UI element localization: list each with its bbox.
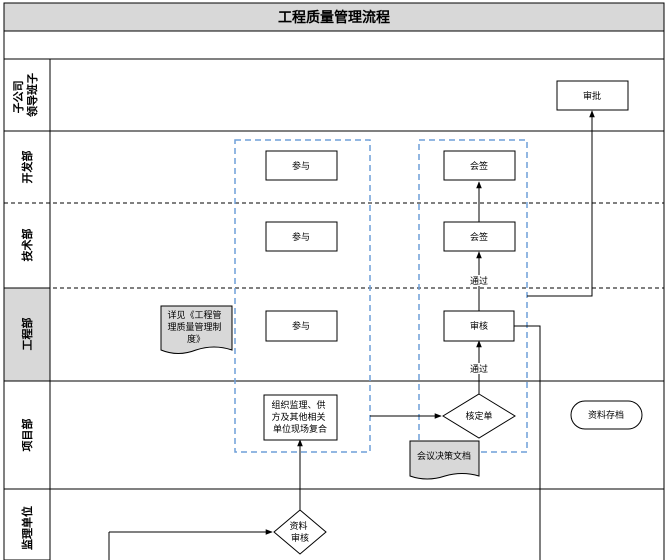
svg-text:资料 审核: 资料 审核 — [290, 520, 311, 544]
svg-text:会签: 会签 — [470, 231, 488, 243]
edge-countersign-to-approve — [527, 110, 595, 297]
edge-label-bg-pass-upper — [466, 275, 492, 286]
svg-text:核定单: 核定单 — [465, 410, 492, 422]
header-spacer-row — [3, 30, 665, 60]
lane-label-project: 项目部 — [20, 419, 34, 452]
svg-text:会议决策文档: 会议决策文档 — [417, 450, 471, 462]
node-material-review-decision: 资料 审核 — [273, 509, 327, 555]
svg-text:组织监理、供 方及其他相关 单位现场: 组织监理、供 方及其他相关 单位现场复合 — [272, 399, 329, 435]
node-joint-inspection: 组织监理、供 方及其他相关 单位现场复合 — [263, 394, 338, 441]
edge-review-down-right — [514, 325, 541, 560]
lane-label-dev: 开发部 — [20, 151, 34, 184]
node-approve: 审批 — [556, 80, 629, 111]
group-frame-participation — [234, 139, 371, 453]
node-participate-eng: 参与 — [265, 310, 338, 342]
node-participate-tech: 参与 — [265, 221, 338, 252]
lane-label-tech: 技术部 — [20, 229, 34, 262]
svg-text:参与: 参与 — [292, 231, 310, 243]
node-meeting-document: 会议决策文档 — [409, 440, 480, 480]
svg-text:子公司 领导班子: 子公司 领导班子 — [12, 73, 39, 118]
edge-label-pass-upper: 通过 — [470, 275, 488, 287]
node-participate-dev: 参与 — [265, 150, 338, 181]
lane-label-engineering: 工程部 — [20, 318, 34, 351]
svg-text:参与: 参与 — [292, 160, 310, 172]
edge-label-pass-lower: 通过 — [470, 363, 488, 375]
node-archive-terminator: 资料存档 — [570, 400, 643, 430]
node-countersign-dev: 会签 — [443, 150, 516, 181]
svg-text:参与: 参与 — [292, 320, 310, 332]
svg-text:详见《工程管 理质量管理制 度》: 详见《工程管 理质量管理制 度》 — [168, 309, 225, 345]
node-countersign-tech: 会签 — [443, 221, 516, 252]
node-note-document: 详见《工程管 理质量管理制 度》 — [160, 305, 233, 354]
svg-text:审核: 审核 — [470, 320, 488, 332]
diagram-title: 工程质量管理流程 — [278, 9, 390, 26]
edge-label-bg-pass-lower — [466, 363, 492, 374]
title-bar — [3, 2, 665, 32]
lane-label-supervision: 监理单位 — [20, 506, 34, 550]
svg-text:会签: 会签 — [470, 160, 488, 172]
node-review: 审核 — [443, 310, 515, 342]
node-verify-sheet-decision: 核定单 — [442, 393, 516, 439]
svg-text:审批: 审批 — [583, 90, 601, 102]
lane-label-subsidiary: 子公司 领导班子 — [12, 73, 39, 118]
svg-text:资料存档: 资料存档 — [588, 409, 624, 421]
